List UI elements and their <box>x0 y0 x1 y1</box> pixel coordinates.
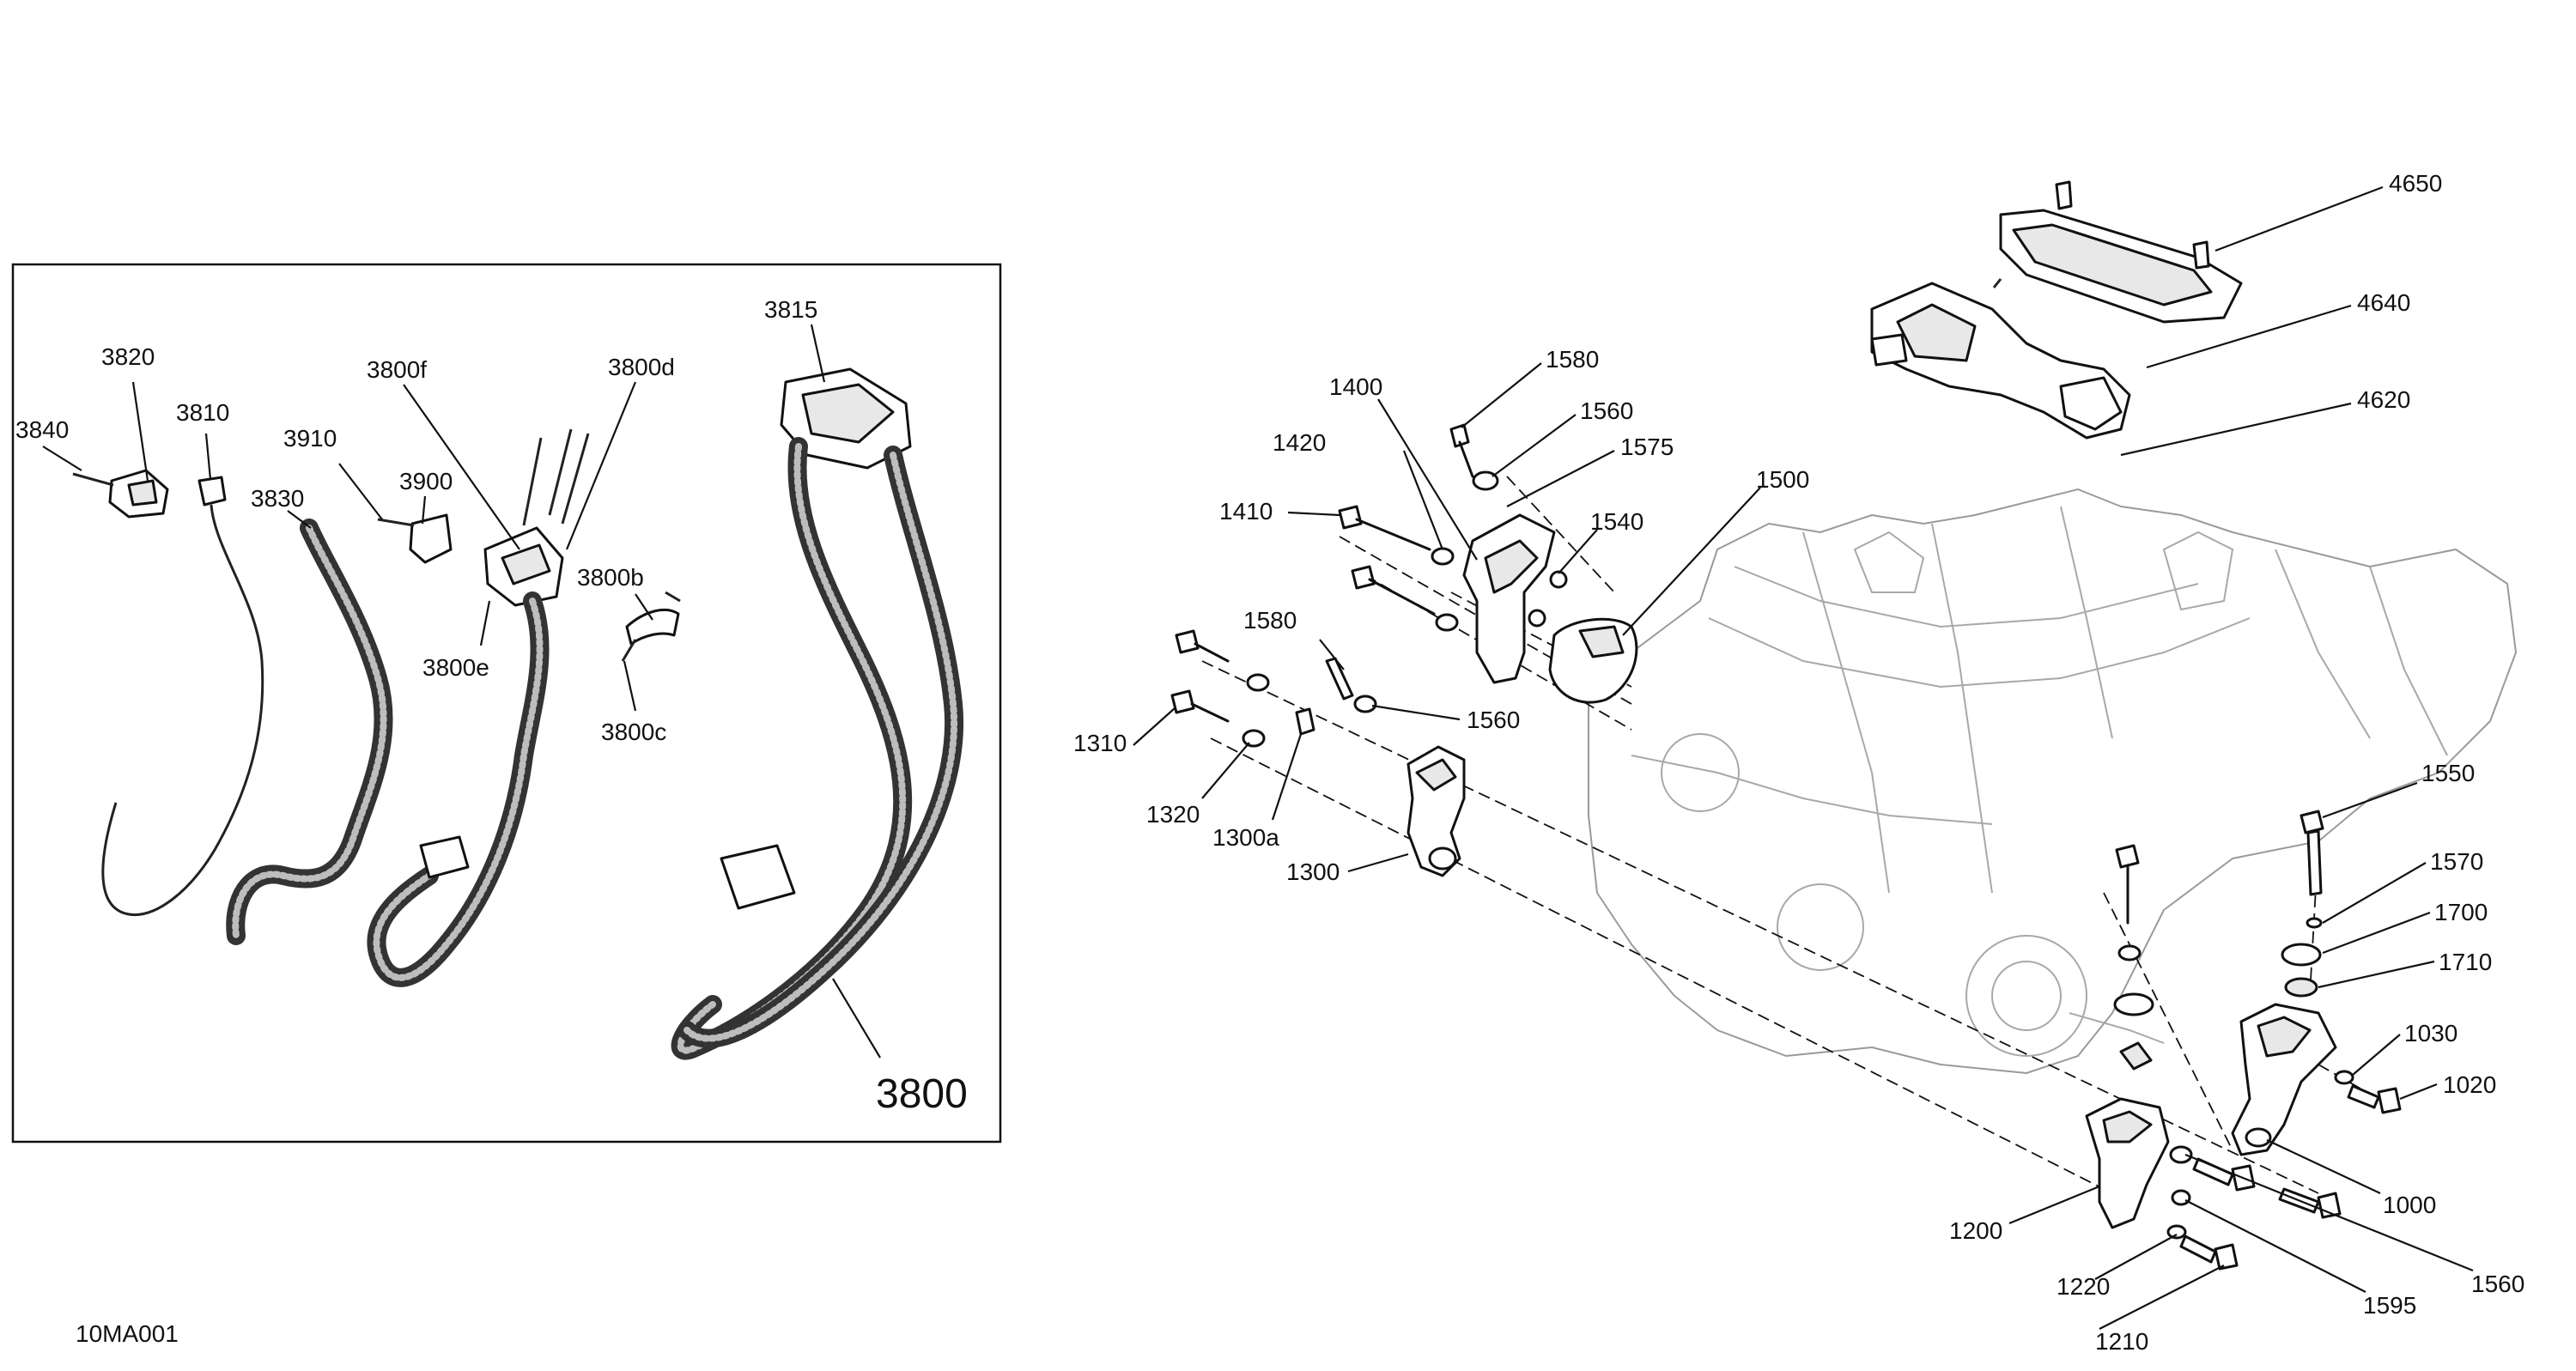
inset-leaders <box>42 324 881 1059</box>
label-1410: 1410 <box>1219 498 1273 525</box>
label-1550: 1550 <box>2421 760 2475 786</box>
bolt-1550 <box>2300 810 2324 929</box>
bolts-1210-1220-1595 <box>2166 1145 2342 1271</box>
label-1420: 1420 <box>1273 429 1326 456</box>
label-1570: 1570 <box>2430 848 2483 875</box>
sensor-assembly-3800f <box>483 428 590 607</box>
bolts-1410-1420 <box>1338 505 1459 632</box>
label-4650: 4650 <box>2389 170 2442 197</box>
label-3800d: 3800d <box>608 354 675 380</box>
label-3810: 3810 <box>176 399 229 426</box>
nut-1540 <box>1528 570 1568 628</box>
bolts-1020-1030 <box>2334 1070 2402 1114</box>
figure-code: 10MA001 <box>76 1320 179 1347</box>
label-3910: 3910 <box>283 425 337 452</box>
harness-3800 <box>671 367 963 1060</box>
label-3815: 3815 <box>764 296 817 323</box>
label-4620: 4620 <box>2357 386 2410 413</box>
label-3800: 3800 <box>876 1071 968 1117</box>
label-1310: 1310 <box>1073 730 1127 756</box>
inset-labels: 3840 3820 3810 3830 3910 3900 3800f 3800… <box>15 296 968 1117</box>
label-1560-bottom: 1560 <box>2471 1271 2524 1297</box>
engine-block <box>1588 488 2517 1074</box>
label-1500: 1500 <box>1756 466 1809 493</box>
label-1400: 1400 <box>1329 373 1382 400</box>
washers-1700-1710 <box>2281 943 2322 998</box>
mount-bracket-1200 <box>2085 1097 2170 1229</box>
label-1300: 1300 <box>1286 858 1340 885</box>
label-3800e: 3800e <box>422 654 489 681</box>
label-1320: 1320 <box>1146 801 1200 828</box>
label-3800c: 3800c <box>601 719 666 745</box>
label-1300a: 1300a <box>1212 824 1279 851</box>
mount-bracket-1000 <box>2231 1003 2337 1156</box>
label-1560-upper: 1560 <box>1580 397 1633 424</box>
label-3800f: 3800f <box>367 356 427 383</box>
label-1030: 1030 <box>2404 1020 2458 1046</box>
label-4640: 4640 <box>2357 289 2410 316</box>
engine-labels: 4650 4640 4620 1580 1560 1575 1400 1420 … <box>1073 170 2524 1355</box>
bolts-1310-1320-1580 <box>1170 629 1377 748</box>
label-1580-lower: 1580 <box>1243 607 1297 634</box>
mount-stack-center <box>2113 844 2154 1071</box>
label-3830: 3830 <box>251 485 304 512</box>
label-1710: 1710 <box>2439 949 2492 975</box>
engine-mount-1500 <box>1548 617 1638 704</box>
connector-3810 <box>101 476 264 917</box>
label-1700: 1700 <box>2434 899 2488 925</box>
label-1220: 1220 <box>2057 1273 2110 1300</box>
label-1595: 1595 <box>2363 1292 2416 1319</box>
harness-middle <box>367 591 550 987</box>
label-1000: 1000 <box>2383 1192 2436 1218</box>
mount-bracket-1300 <box>1406 745 1466 877</box>
ecu-bracket-4620 <box>1870 278 2131 440</box>
bolt-1580-upper <box>1449 423 1474 478</box>
mount-bracket-1400 <box>1462 513 1556 684</box>
label-1540: 1540 <box>1590 508 1643 535</box>
label-1580-upper: 1580 <box>1546 346 1599 373</box>
harness-3830 <box>226 519 393 945</box>
label-3900: 3900 <box>399 468 453 494</box>
label-3820: 3820 <box>101 343 155 370</box>
sensor-3820 <box>72 469 169 519</box>
ecu-cover-4650 <box>1999 180 2243 324</box>
bracket-3900 <box>377 513 453 564</box>
label-3840: 3840 <box>15 416 69 443</box>
label-1560-lower: 1560 <box>1467 707 1520 733</box>
engine-leaders <box>1133 185 2474 1330</box>
washer-1560-upper <box>1472 470 1499 491</box>
label-1210: 1210 <box>2095 1328 2148 1355</box>
label-3800b: 3800b <box>577 564 644 591</box>
label-1200: 1200 <box>1949 1217 2002 1244</box>
label-1575: 1575 <box>1620 434 1674 460</box>
label-1020: 1020 <box>2443 1071 2496 1098</box>
harness-inset-frame <box>11 263 1002 1144</box>
bracket-3800b <box>621 591 681 662</box>
